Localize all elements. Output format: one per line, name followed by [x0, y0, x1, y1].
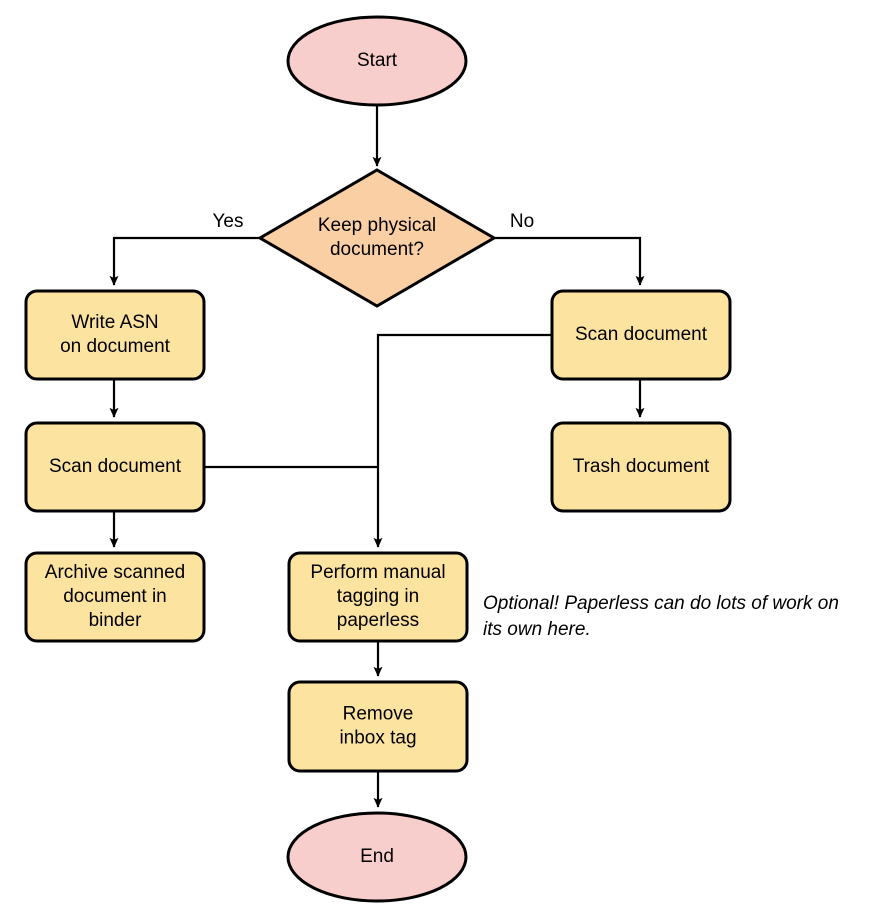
node-shape-trash[interactable] [550, 421, 732, 513]
edge-path-decision-yes [109, 236, 260, 286]
node-label-end: End [360, 846, 394, 867]
node-label-scan-right: Scan document [575, 324, 708, 345]
node-shape-write-asn[interactable] [24, 289, 206, 381]
node-shape-end[interactable] [286, 811, 468, 903]
node-scan-right[interactable]: Scan document [550, 289, 732, 381]
node-trash[interactable]: Trash document [550, 421, 732, 513]
node-label-trash: Trash document [573, 456, 710, 477]
node-shape-scan-left[interactable] [24, 421, 206, 513]
node-shape-start[interactable] [286, 15, 468, 107]
edge-label-decision-no: No [510, 211, 534, 232]
node-shape-scan-right[interactable] [550, 289, 732, 381]
node-end[interactable]: End [286, 811, 468, 903]
node-shape-remove-inbox[interactable] [287, 680, 469, 773]
edge-path-decision-no [494, 236, 645, 286]
node-shape-tagging[interactable] [287, 551, 469, 643]
node-shape-archive[interactable] [24, 551, 206, 643]
node-label-scan-left: Scan document [49, 456, 182, 477]
edge-path-scan-right-to-tagging [373, 333, 552, 548]
edges-layer: Yes No [109, 105, 645, 808]
node-label-start: Start [357, 50, 398, 71]
node-scan-left[interactable]: Scan document [24, 421, 206, 513]
annotations-layer: Optional! Paperless can do lots of work … [483, 593, 839, 640]
edge-label-decision-yes: Yes [213, 211, 244, 232]
edge-decision-yes [109, 236, 260, 286]
node-start[interactable]: Start [286, 15, 468, 107]
edge-decision-no [494, 236, 645, 286]
node-shape-decision[interactable] [257, 168, 497, 308]
edge-scan-right-to-tagging [373, 333, 552, 548]
annotation-optional-note: Optional! Paperless can do lots of work … [483, 593, 839, 640]
